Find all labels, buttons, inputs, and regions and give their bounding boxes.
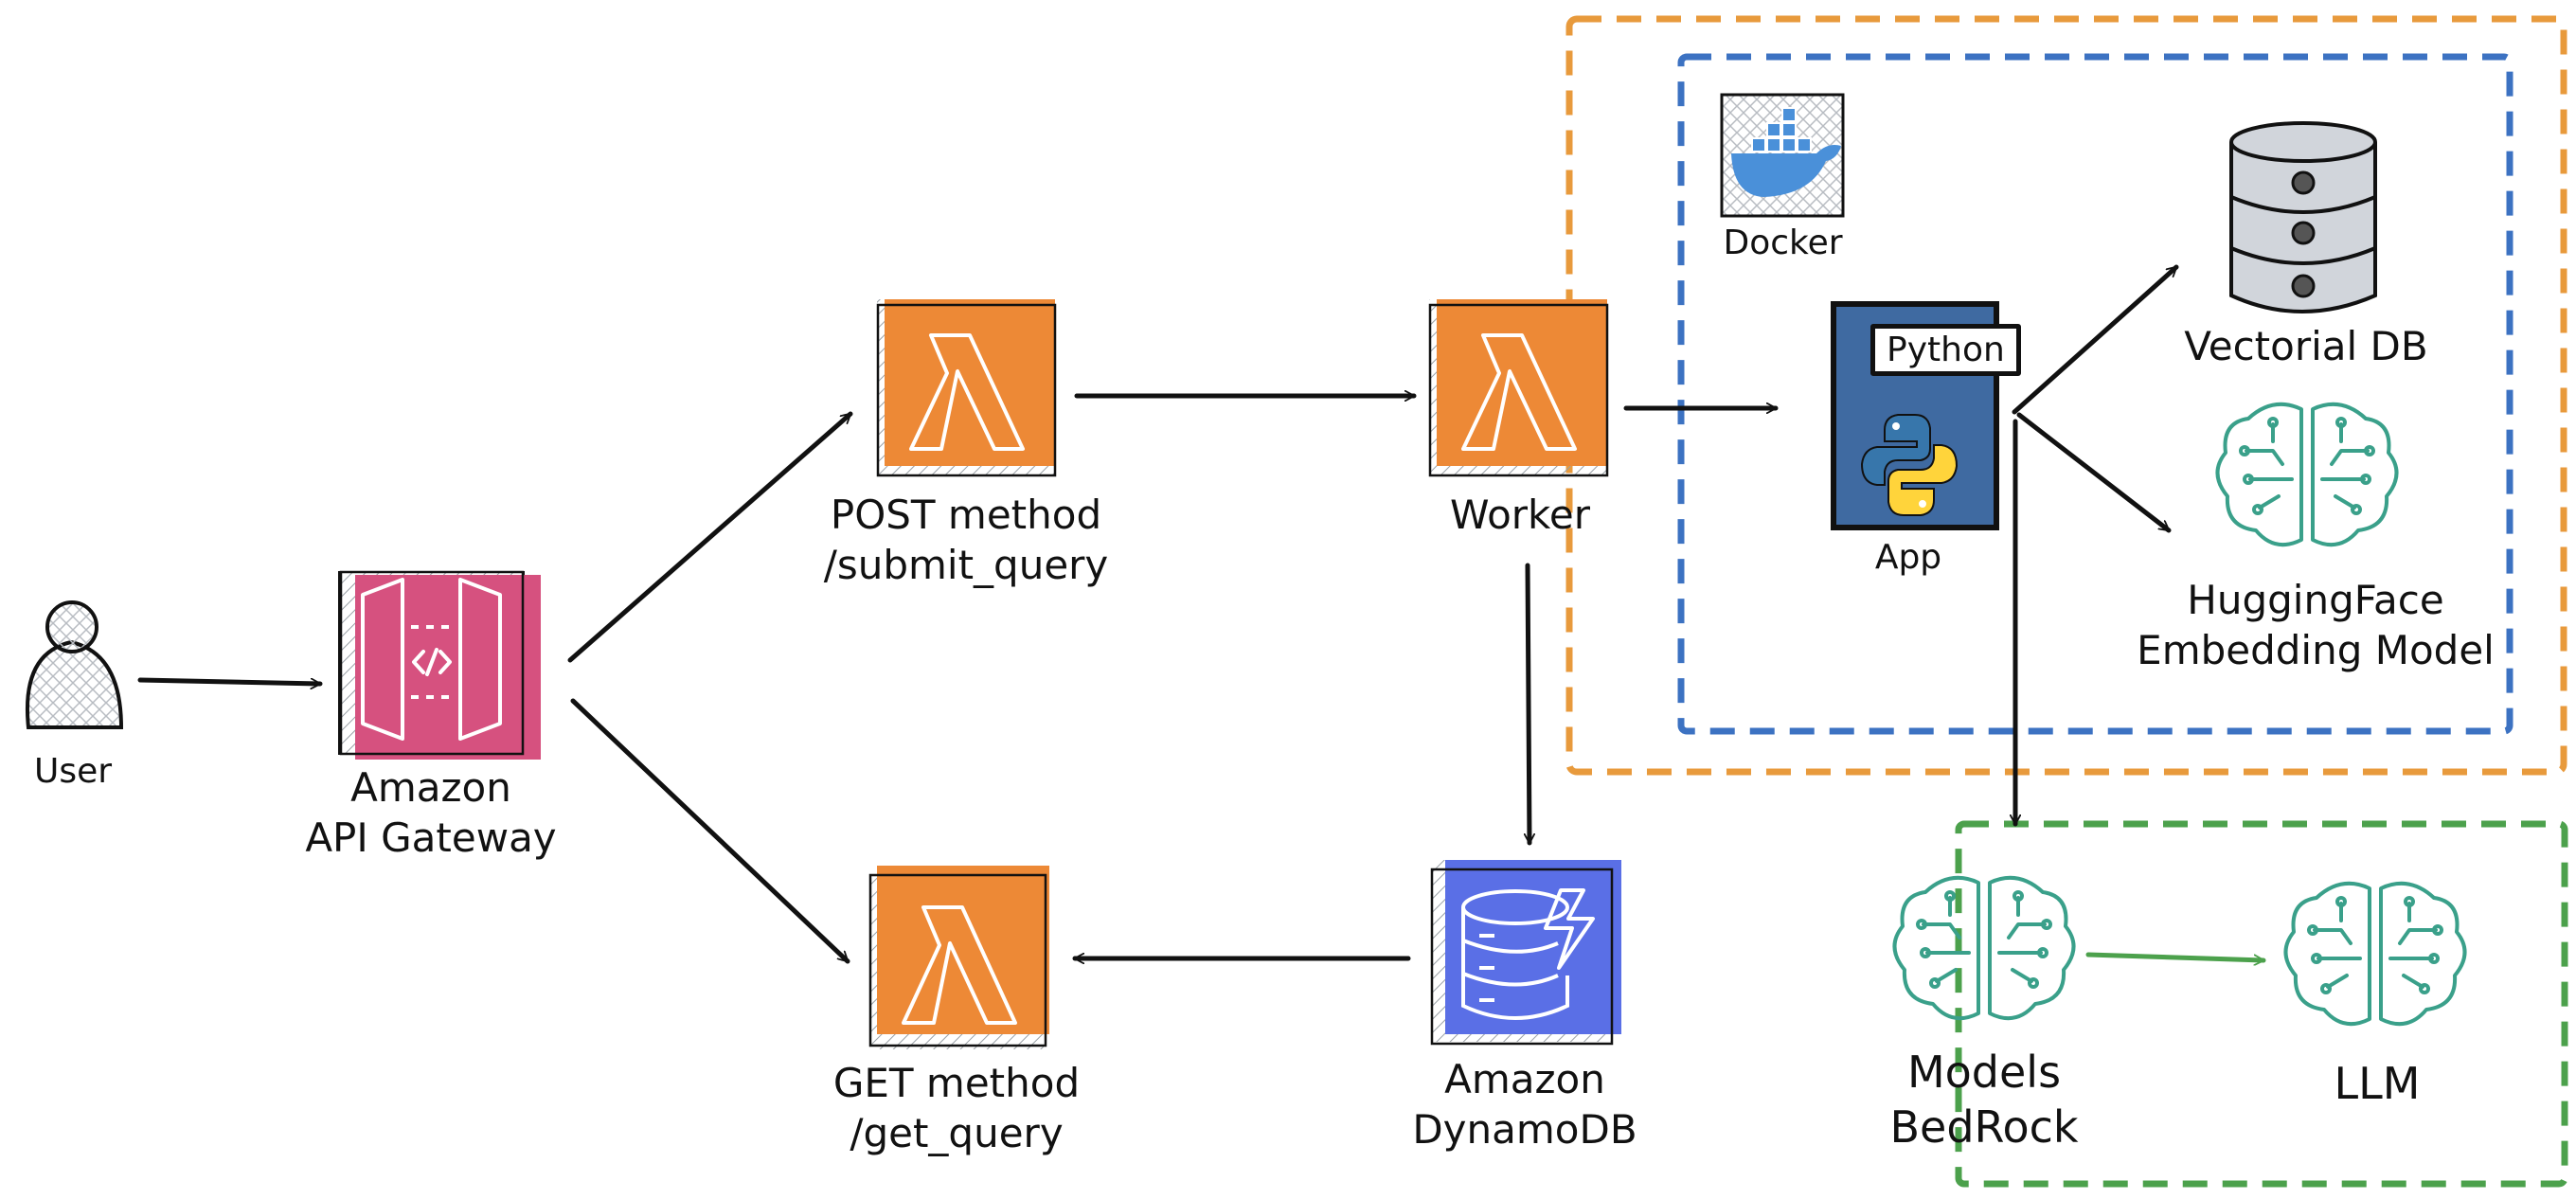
bedrock-boundary [1955,820,2568,1188]
dynamodb-label: Amazon DynamoDB [1383,1055,1667,1154]
arrow-app-to-huggingface [2016,412,2172,533]
python-icon [1860,414,1959,516]
api-gateway-icon [338,570,541,760]
arrow-app-to-vectorial-db [2012,264,2179,415]
vectorial-db-label: Vectorial DB [2184,323,2428,369]
post-method-label: POST method /submit_query [796,491,1136,590]
python-tag: Python [1870,324,2021,376]
llm-model-icon [2283,881,2467,1027]
dynamodb-label-line2: DynamoDB [1412,1105,1637,1153]
user-icon [26,600,124,729]
get-method-label: GET method /get_query [796,1059,1118,1158]
orange-boundary [1565,15,2567,776]
arrow-gateway-to-post [567,411,853,663]
user-label: User [33,752,113,791]
arrow-worker-to-dynamodb [1528,563,1530,846]
get-method-label-line1: GET method [832,1060,1081,1106]
post-method-label-line1: POST method [830,492,1102,538]
post-method-label-line2: /submit_query [823,541,1109,588]
dynamodb-label-line1: Amazon [1444,1056,1605,1102]
api-gateway-label-line1: Amazon [350,764,511,811]
bedrock-model-icon [1892,875,2076,1021]
huggingface-label-line2: Embedding Model [2137,626,2495,673]
get-lambda-icon [868,866,1049,1049]
docker-label: Docker [1723,224,1843,262]
api-gateway-label-line2: API Gateway [305,814,557,861]
post-lambda-icon [876,299,1057,477]
worker-label: Worker [1450,492,1590,538]
huggingface-model-icon [2215,402,2399,547]
vectorial-db-icon [2229,121,2377,313]
huggingface-label-line1: HuggingFace [2187,577,2444,623]
arrow-bedrock-to-llm [2085,952,2266,960]
arrow-gateway-to-get [570,698,850,964]
bedrock-label-line2: BedRock [1889,1101,2079,1153]
bedrock-label: Models BedRock [1856,1046,2112,1154]
api-gateway-label: Amazon API Gateway [265,763,597,863]
arrows [137,264,2179,964]
llm-label: LLM [2334,1058,2421,1109]
dynamodb-icon [1430,860,1621,1046]
bedrock-label-line1: Models [1906,1047,2062,1098]
huggingface-label: HuggingFace Embedding Model [2112,576,2519,675]
worker-lambda-icon [1428,299,1609,477]
app-label: App [1874,538,1942,577]
get-method-label-line2: /get_query [850,1109,1064,1156]
arrow-user-to-gateway [137,677,323,684]
docker-icon [1720,93,1845,218]
docker-boundary [1677,53,2513,735]
